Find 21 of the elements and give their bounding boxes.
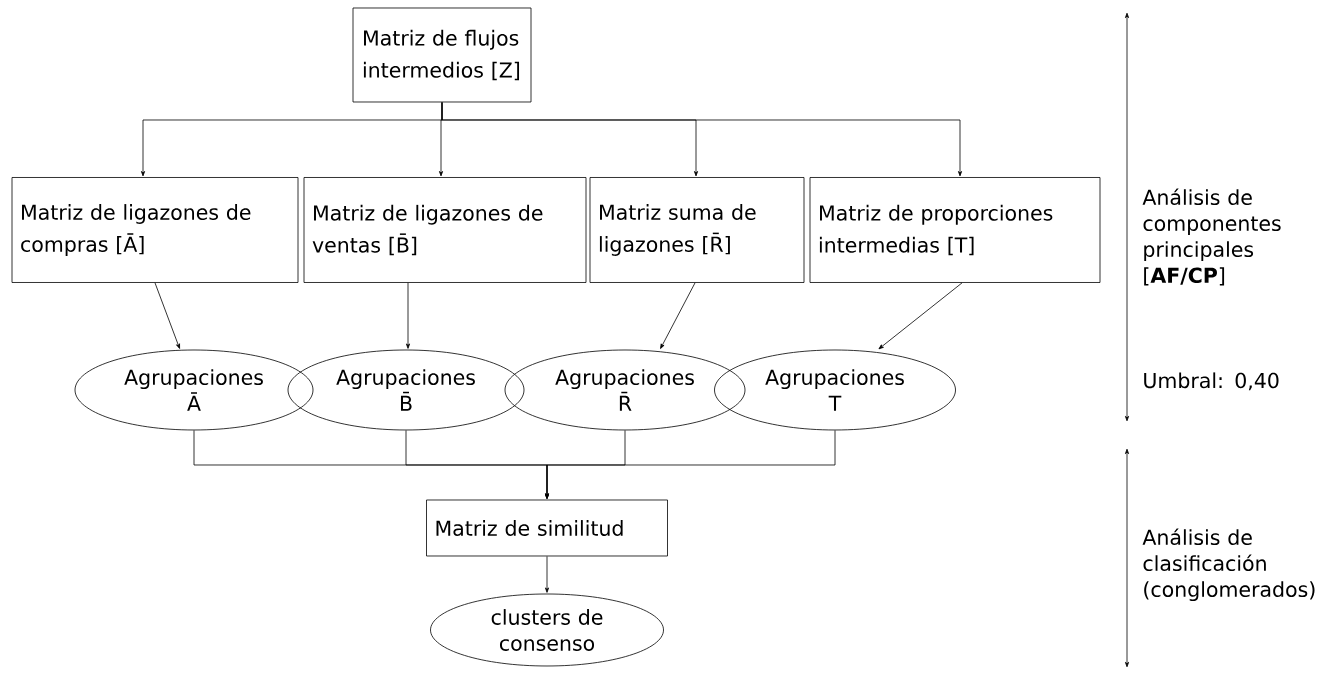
side-label: Análisis de clasificación (conglomerados)	[1142, 528, 1315, 602]
arrow	[545, 556, 549, 593]
ellipse-node: clusters de consenso	[430, 593, 664, 667]
arrow	[878, 282, 963, 350]
side-label: Umbral: 0,40	[1144, 372, 1279, 391]
process-box: Matriz de flujos intermedios [Z]	[352, 7, 532, 103]
process-box: Matriz suma de ligazones [R̄]	[589, 177, 805, 283]
ellipse-node: Agrupaciones T	[714, 349, 956, 431]
process-box: Matriz de ligazones de compras [Ā]	[11, 177, 299, 283]
ellipse-node: Agrupaciones R̄	[504, 349, 746, 431]
arrow	[154, 282, 180, 349]
process-box: Matriz de ligazones de ventas [B̄]	[303, 177, 587, 283]
ellipse-node: Agrupaciones Ā	[74, 349, 314, 431]
arrow	[545, 430, 836, 499]
process-box: Matriz de proporciones intermedias [T]	[809, 177, 1101, 283]
process-box: Matriz de similitud	[426, 499, 668, 557]
ellipse-node: Agrupaciones B̄	[287, 349, 525, 431]
side-label: Análisis de componentes principales [AF/CP]	[1142, 188, 1281, 286]
arrow	[441, 102, 962, 177]
arrow	[660, 282, 696, 349]
arrow	[406, 282, 410, 349]
